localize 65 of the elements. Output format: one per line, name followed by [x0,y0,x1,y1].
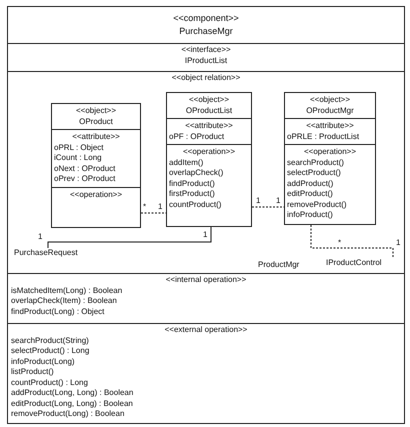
stereotype-label: <<object>> [310,95,350,106]
stereotype-label: <<internal operation>> [166,275,246,286]
operation-text: findProduct(Long) : Object [11,306,104,317]
operation-text: isMatchedItem(Long) : Boolean [11,286,122,296]
stereotype-label: <<attribute>> [72,132,120,142]
stereotype-label: <<component>> [173,12,239,25]
stereotype-label: <<attribute>> [185,121,233,132]
operation-text: searchProduct() [287,158,344,168]
component-box [7,6,405,424]
stereotype-label: <<external operation>> [164,325,248,336]
association-line [310,224,394,258]
operation-text: searchProduct(String) [11,336,89,346]
role-name: PurchaseRequest [14,248,79,258]
operation-text: overlapCheck() [169,168,224,178]
class-name: OProduct [79,116,113,127]
multiplicity-label: 1 [38,232,42,241]
attribute-text: iCount : Long [54,153,102,164]
operation-text: infoProduct(Long) [11,356,75,367]
operation-text: listProduct() [11,367,54,378]
class-box [166,92,252,227]
class-box [284,92,376,225]
operation-text: removeProduct() [287,200,347,210]
multiplicity-label: 1 [256,196,260,205]
attribute-text: oPRL : Object [54,142,104,153]
operation-text: firstProduct() [169,189,215,200]
operation-text: removeProduct(Long) : Boolean [11,409,124,420]
multiplicity-label: 1 [276,196,280,205]
operation-text: addItem() [169,158,204,168]
role-name: IProductControl [326,258,383,268]
attribute-text: oPF : OProduct [169,132,224,142]
operation-text: selectProduct() : Long [11,346,90,356]
operation-text: infoProduct() [287,210,333,220]
multiplicity-label: * [143,202,146,211]
stereotype-label: <<object relation>> [172,73,240,84]
class-box [51,103,141,228]
association-line [252,206,284,208]
stereotype-label: <<operation>> [70,190,122,200]
component-name: PurchaseMgr [179,25,233,38]
class-name: OProductMgr [306,106,354,116]
association-line [48,226,212,248]
stereotype-label: <<interface>> [181,45,231,56]
association-line [140,212,166,214]
multiplicity-label: 1 [396,238,400,247]
multiplicity-label: * [338,238,342,247]
operation-text: overlapCheck(Item) : Boolean [11,296,117,306]
stereotype-label: <<object>> [188,95,230,106]
attribute-text: oNext : OProduct [54,164,116,174]
operation-text: editProduct(Long, Long) : Boolean [11,398,133,409]
class-name: OProductList [186,106,232,116]
operation-text: findProduct() [169,178,215,189]
stereotype-label: <<object>> [76,106,116,116]
operation-text: addProduct(Long, Long) : Boolean [11,388,134,398]
interface-name: IProductList [184,56,228,66]
multiplicity-label: 1 [203,230,208,239]
operation-text: countProduct() [169,200,222,210]
stereotype-label: <<attribute>> [306,121,354,132]
operation-text: selectProduct() [287,168,341,178]
stereotype-label: <<operation>> [304,147,356,158]
attribute-text: oPRLE : ProductList [287,132,360,142]
operation-text: addProduct() [287,178,334,189]
operation-text: countProduct() : Long [11,378,88,388]
multiplicity-label: 1 [158,202,162,211]
stereotype-label: <<operation>> [182,147,236,158]
operation-text: editProduct() [287,189,333,200]
attribute-text: oPrev : OProduct [54,174,116,184]
